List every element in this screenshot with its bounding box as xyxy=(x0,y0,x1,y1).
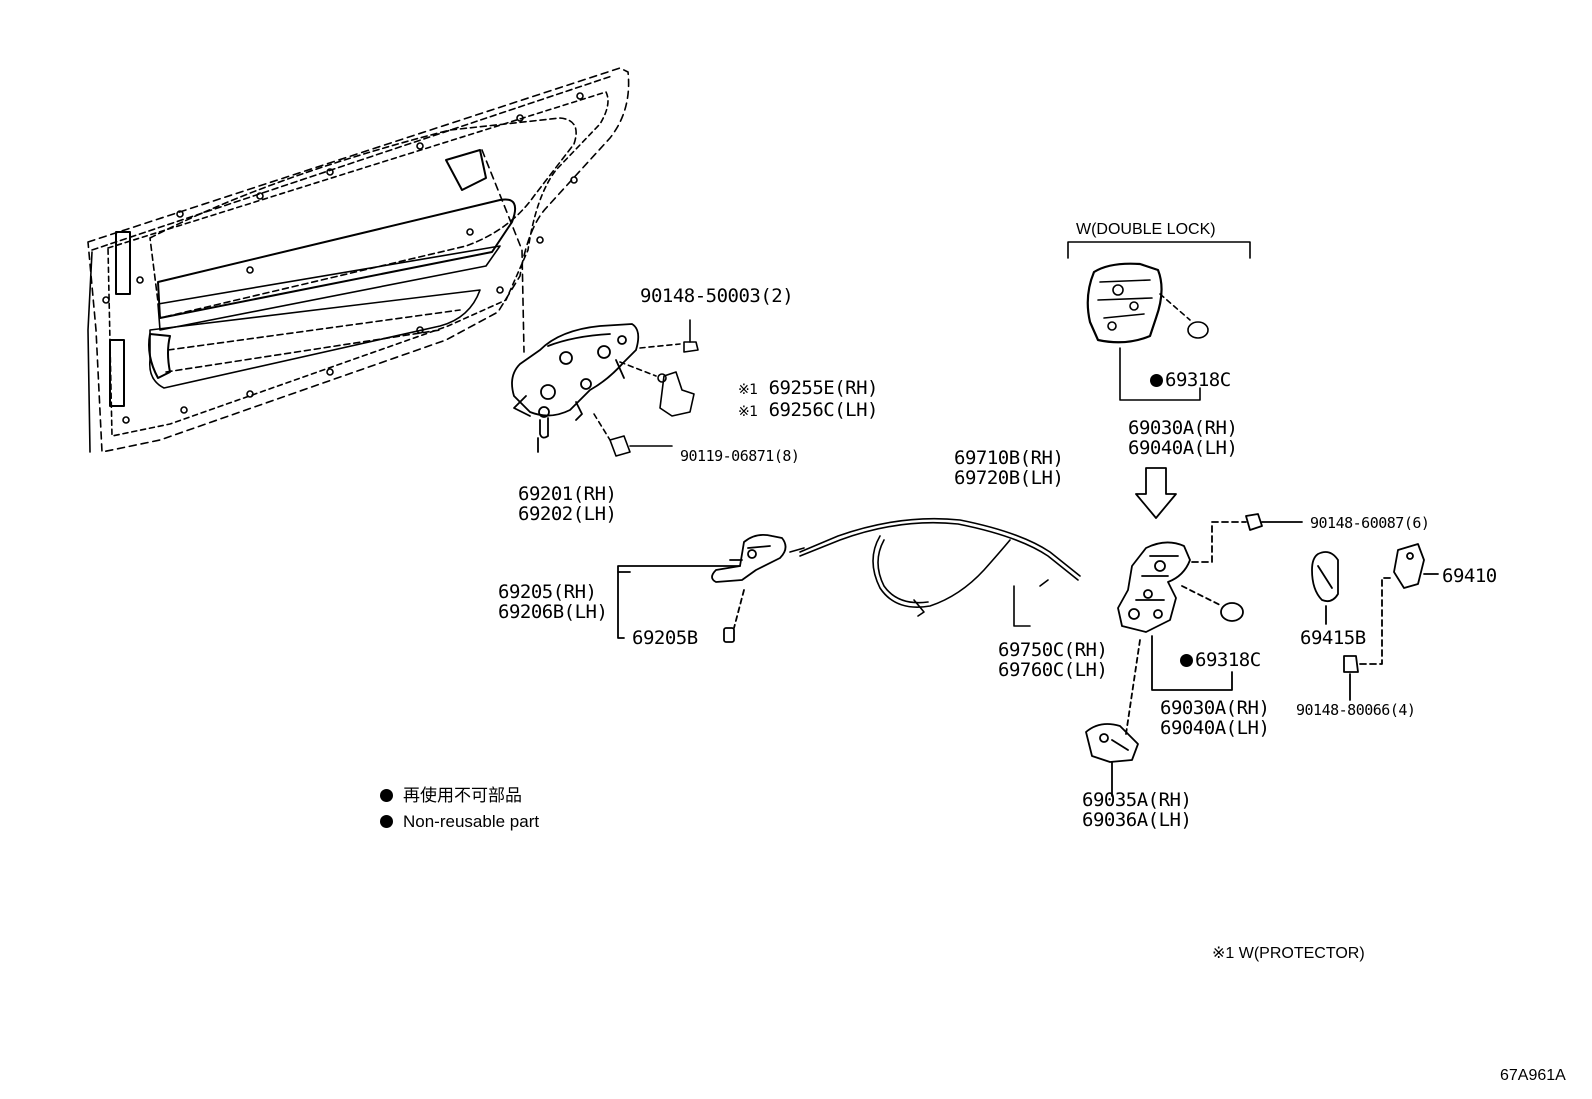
label-69750c-rh: 69750C(RH) xyxy=(998,639,1108,661)
protector-clip-illustration xyxy=(619,361,695,417)
label-69040a-lh-1: 69040A(LH) xyxy=(1128,437,1238,459)
label-rod: 69035A(RH) 69036A(LH) xyxy=(1082,789,1192,831)
legend-english: Non-reusable part xyxy=(380,812,539,832)
label-69720b-lh: 69720B(LH) xyxy=(954,467,1064,489)
label-69040a-lh-2: 69040A(LH) xyxy=(1160,717,1270,739)
label-69255e: 69255E(RH) xyxy=(768,377,879,399)
label-seal-1: 69318C xyxy=(1150,370,1231,390)
release-cable-illustration xyxy=(789,517,1081,627)
label-bolt-90148-80066: 90148-80066(4) xyxy=(1296,701,1416,719)
label-69256c: 69256C(LH) xyxy=(768,399,879,421)
footnote-protector: ※1 W(PROTECTOR) xyxy=(1212,945,1365,962)
label-bolt-90119-06871: 90119-06871(8) xyxy=(680,447,800,465)
label-protector-rh: ※1 69255E(RH) xyxy=(738,378,878,400)
label-cable: 69710B(RH) 69720B(LH) xyxy=(954,447,1064,489)
striker-illustration xyxy=(1343,543,1439,701)
label-frame: 69201(RH) 69202(LH) xyxy=(518,483,617,525)
label-69201-rh: 69201(RH) xyxy=(518,483,617,505)
label-seal-2: 69318C xyxy=(1180,650,1261,670)
note-mark-1: ※1 xyxy=(738,382,758,398)
label-69710b-rh: 69710B(RH) xyxy=(954,447,1064,469)
label-double-lock: W(DOUBLE LOCK) xyxy=(1076,221,1216,238)
label-69035a-rh: 69035A(RH) xyxy=(1082,789,1192,811)
label-69202-lh: 69202(LH) xyxy=(518,503,617,525)
bolt-90148-50003-illustration xyxy=(639,319,699,353)
legend-en-text: Non-reusable part xyxy=(403,812,540,831)
door-panel-illustration xyxy=(87,67,630,453)
label-69030a-rh-2: 69030A(RH) xyxy=(1160,697,1270,719)
label-69205b: 69205B xyxy=(632,627,698,649)
label-69415b: 69415B xyxy=(1300,627,1366,649)
label-clamp: 69750C(RH) 69760C(LH) xyxy=(998,639,1108,681)
diagram-code: 67A961A xyxy=(1500,1067,1566,1084)
legend-jp-text: 再使用不可部品 xyxy=(403,786,522,805)
label-69030a-rh-1: 69030A(RH) xyxy=(1128,417,1238,439)
label-protector-lh: ※1 69256C(LH) xyxy=(738,400,878,422)
inside-handle-illustration xyxy=(617,533,787,643)
label-inside-handle: 69205(RH) 69206B(LH) xyxy=(498,581,608,623)
label-69206b-lh: 69206B(LH) xyxy=(498,601,608,623)
label-lock-1: 69030A(RH) 69040A(LH) xyxy=(1128,417,1238,459)
label-bolt-90148-50003: 90148-50003(2) xyxy=(640,285,794,307)
label-69036a-lh: 69036A(LH) xyxy=(1082,809,1192,831)
bolt-90119-06871-illustration xyxy=(593,413,673,457)
label-69760c-lh: 69760C(LH) xyxy=(998,659,1108,681)
label-bolt-90148-60087: 90148-60087(6) xyxy=(1310,514,1430,532)
legend-japanese: 再使用不可部品 xyxy=(380,786,522,806)
non-reusable-dot-icon xyxy=(1180,654,1193,667)
outside-handle-frame-illustration xyxy=(511,323,640,453)
note-mark-2: ※1 xyxy=(738,404,758,420)
label-69318c-2: 69318C xyxy=(1195,649,1261,671)
lock-rod-cover-illustration xyxy=(1085,723,1139,797)
door-lock-assembly-illustration xyxy=(1117,513,1303,735)
non-reusable-dot-icon xyxy=(380,789,393,802)
non-reusable-dot-icon xyxy=(1150,374,1163,387)
striker-cover-illustration xyxy=(1311,551,1339,625)
label-69410: 69410 xyxy=(1442,565,1497,587)
double-lock-assembly-illustration xyxy=(1067,241,1251,519)
label-69318c-1: 69318C xyxy=(1165,369,1231,391)
label-lock-2: 69030A(RH) 69040A(LH) xyxy=(1160,697,1270,739)
label-69205-rh: 69205(RH) xyxy=(498,581,597,603)
non-reusable-dot-icon xyxy=(380,815,393,828)
